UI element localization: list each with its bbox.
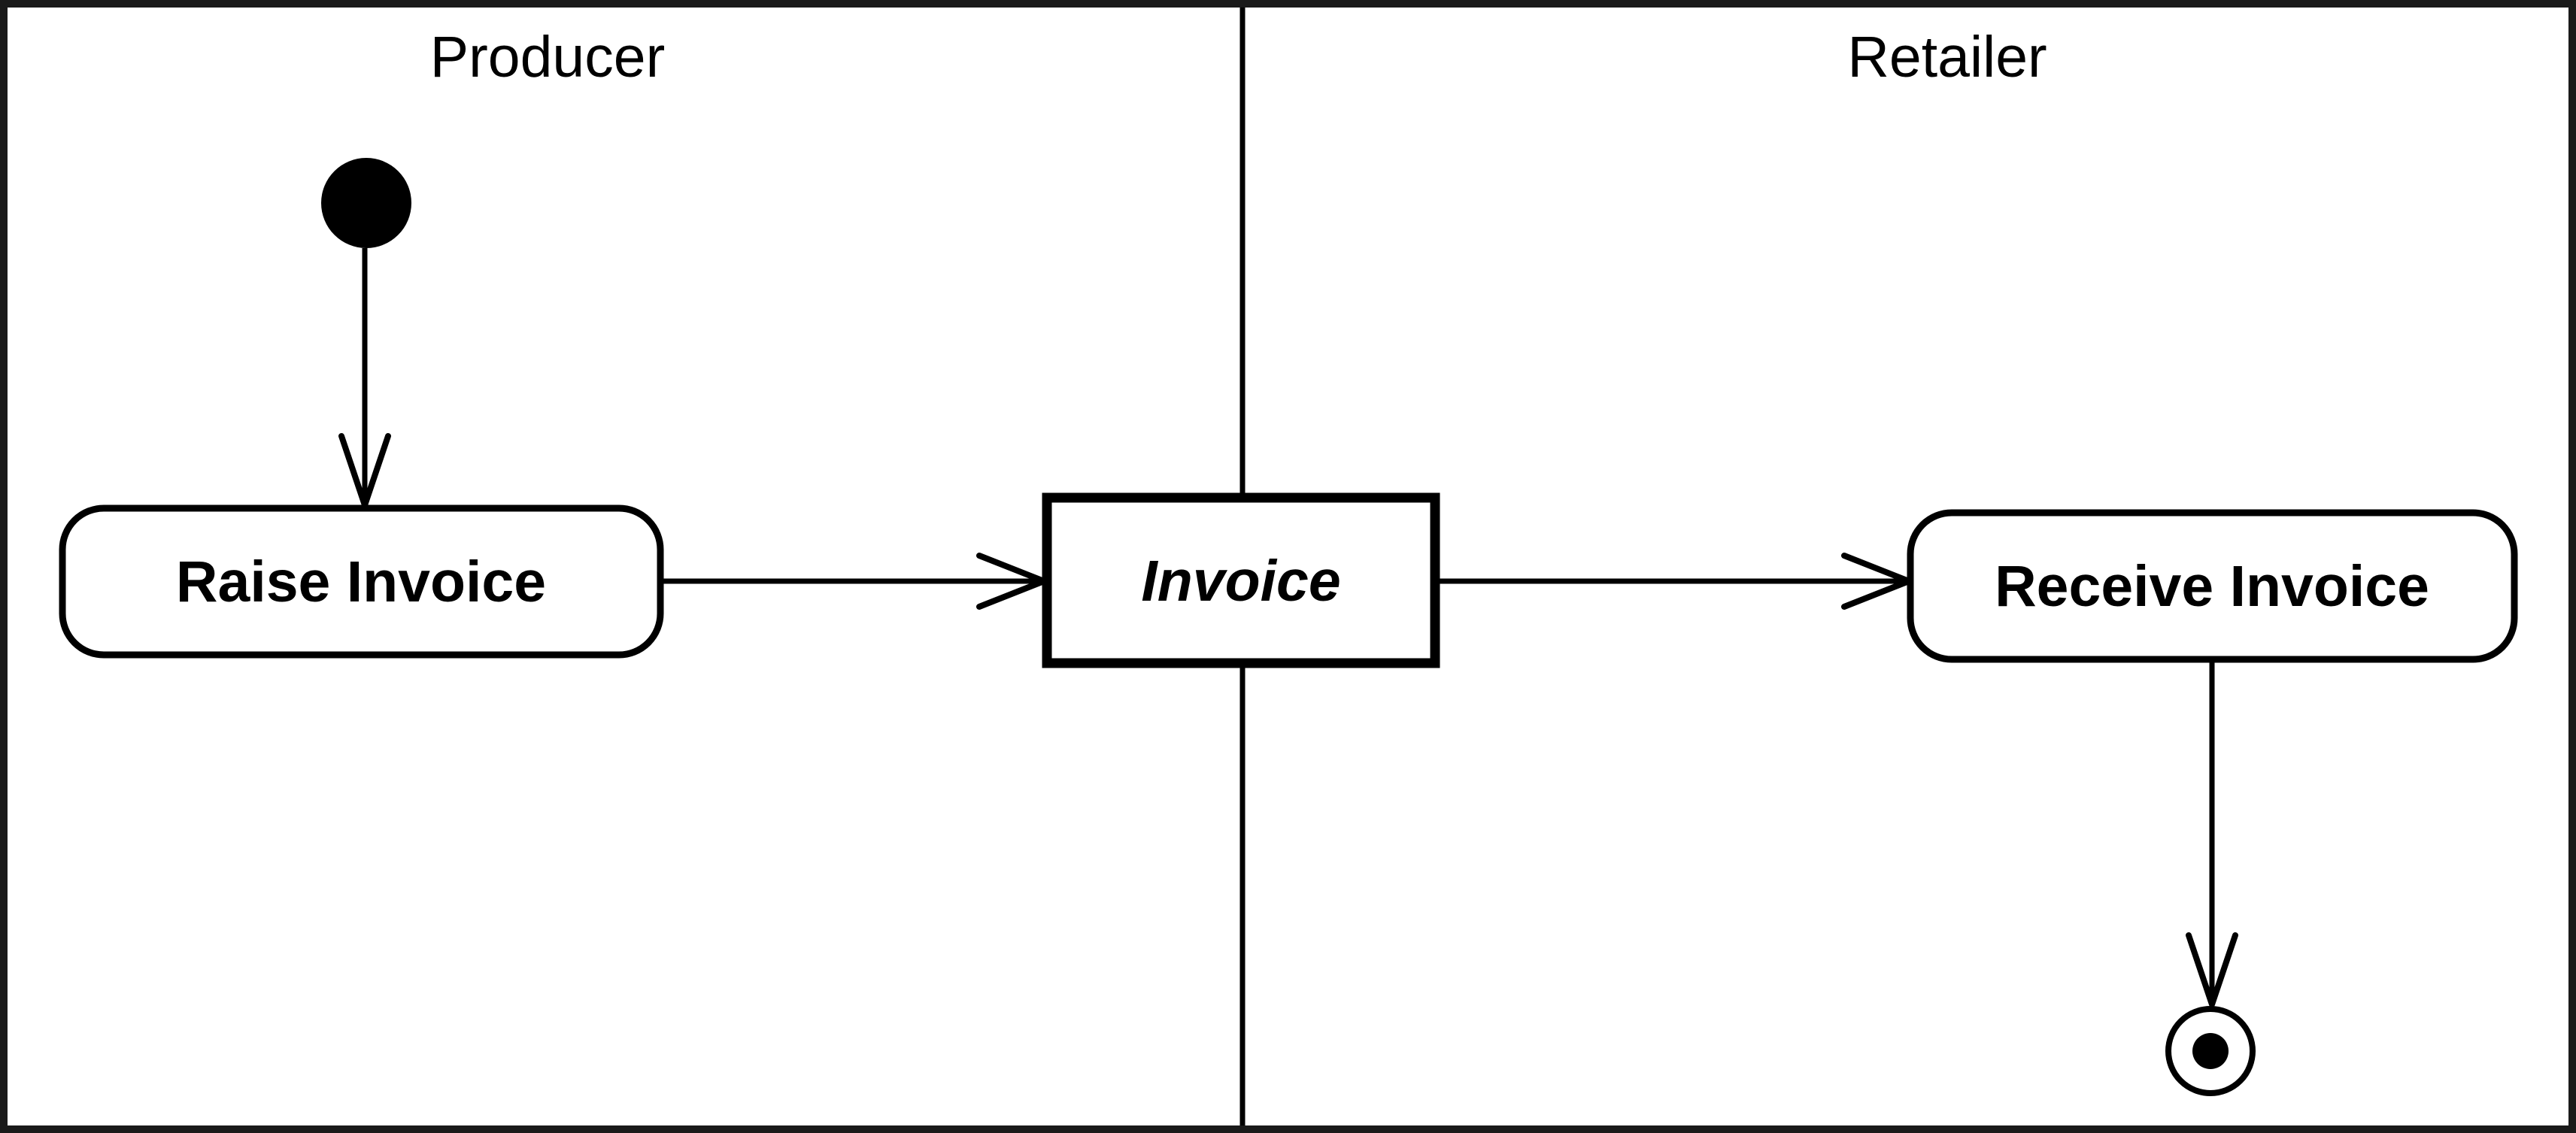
- initial-node: [321, 158, 411, 248]
- final-node-dot: [2192, 1033, 2229, 1069]
- final-node: [2165, 1006, 2256, 1096]
- action-label-receive-invoice: Receive Invoice: [1995, 554, 2429, 619]
- action-node-raise-invoice: Raise Invoice: [59, 504, 664, 659]
- action-label-raise-invoice: Raise Invoice: [176, 550, 546, 614]
- edge-receive-invoice-to-final: [2186, 659, 2238, 1007]
- arrowhead-down-icon: [2186, 932, 2238, 1007]
- object-label-invoice: Invoice: [1141, 549, 1340, 613]
- lane-label-retailer: Retailer: [1847, 25, 2047, 89]
- object-node-invoice: Invoice: [1042, 492, 1440, 668]
- lane-label-producer: Producer: [430, 25, 665, 89]
- action-box-raise-invoice: [59, 504, 664, 659]
- action-node-receive-invoice: Receive Invoice: [1907, 509, 2518, 663]
- object-box-invoice: [1042, 492, 1440, 668]
